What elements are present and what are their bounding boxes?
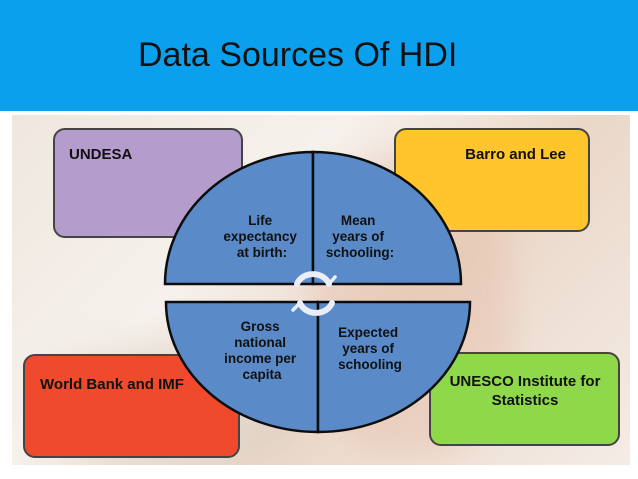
source-box-unesco: UNESCO Institute for Statistics xyxy=(429,352,620,446)
text-expected-schooling: Expected years of schooling xyxy=(338,325,402,372)
source-label-world-bank: World Bank and IMF xyxy=(40,376,184,393)
quadrant-mean-schooling xyxy=(311,150,463,286)
quadrant-gni xyxy=(164,300,320,434)
slide-title: Data Sources Of HDI xyxy=(138,36,458,74)
source-label-unesco: UNESCO Institute for Statistics xyxy=(449,373,601,409)
refresh-arrows-icon xyxy=(291,271,337,316)
quadrant-life-expectancy xyxy=(163,150,315,286)
text-gni: Gross national income per capita xyxy=(224,319,300,382)
text-mean-schooling: Mean years of schooling: xyxy=(326,213,394,260)
quadrant-expected-schooling xyxy=(316,300,472,434)
source-label-barro-lee: Barro and Lee xyxy=(465,146,566,163)
title-bar: Data Sources Of HDI xyxy=(0,0,638,111)
text-life-expectancy: Life expectancy at birth: xyxy=(223,213,300,260)
source-label-undesa: UNDESA xyxy=(69,146,133,163)
